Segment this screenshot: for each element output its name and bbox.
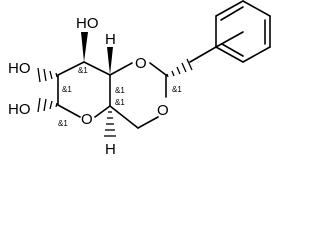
- bond-c4-o4: [109, 62, 133, 76]
- atom-label-oh-left: HO: [8, 60, 31, 77]
- molecule-structure: HO HO HO O O O H H &1 &1 &1 &1 &1 &1: [8, 0, 271, 158]
- atom-label-o-top: O: [135, 55, 147, 72]
- stereo-label-c4: &1: [115, 86, 125, 95]
- bond-c2-c3: [57, 61, 85, 76]
- phenyl-ring: [189, 0, 271, 63]
- bond-c3-c4: [83, 61, 111, 76]
- hash-bond-c2-oh: [37, 67, 58, 83]
- bond-o6-c6: [137, 116, 159, 129]
- dioxane-ring: [109, 62, 167, 129]
- pyranose-ring: [57, 61, 111, 118]
- atom-label-oh-top: HO: [76, 15, 99, 32]
- atom-label-h-top: H: [105, 31, 116, 48]
- bond-c6-c5: [109, 105, 139, 129]
- stereo-label-c3: &1: [78, 66, 88, 75]
- atom-label-oh-bottom: HO: [8, 101, 31, 118]
- stereo-label-c5: &1: [115, 98, 125, 107]
- atom-label-h-bottom: H: [105, 141, 116, 158]
- stereo-label-c1: &1: [58, 119, 68, 128]
- wedge-bond-c4-h: [107, 47, 113, 75]
- atom-label-o-ring: O: [81, 111, 93, 128]
- stereo-label-c2: &1: [62, 85, 72, 94]
- bond-o4-c7: [149, 62, 167, 76]
- bond-o5-c5: [94, 105, 111, 118]
- hash-bond-phenyl: [166, 58, 193, 78]
- atom-label-o-bottom: O: [157, 102, 169, 119]
- hash-bond-c1-oh: [37, 97, 58, 113]
- hash-bond-c5-h: [104, 111, 116, 137]
- stereo-label-c7: &1: [172, 85, 182, 94]
- bond-c1-o5: [57, 104, 81, 118]
- wedge-bond-c3-oh: [81, 32, 88, 62]
